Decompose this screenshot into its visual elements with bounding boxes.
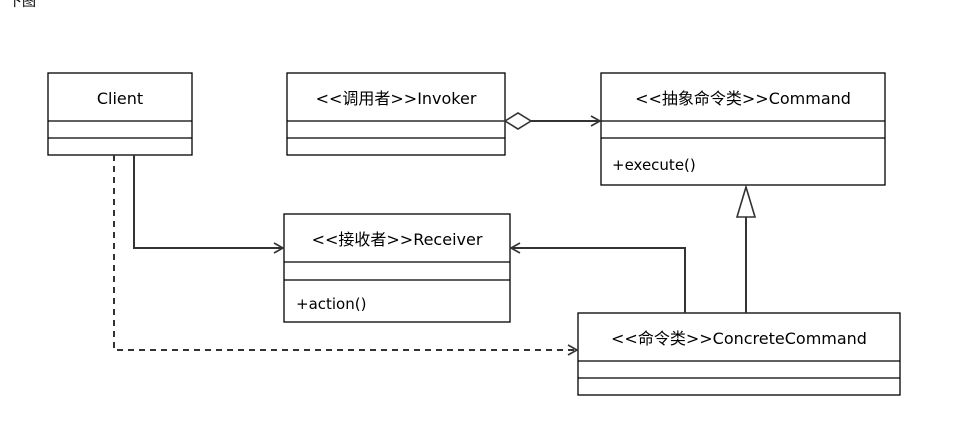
concrete-command-class-name: <<命令类>>ConcreteCommand <box>611 329 867 348</box>
receiver-class: <<接收者>>Receiver +action() <box>283 213 511 323</box>
command-method-execute: +execute() <box>612 156 696 174</box>
association-client-receiver <box>133 155 285 254</box>
client-class-name: Client <box>97 89 143 108</box>
client-class: Client <box>47 72 193 156</box>
command-class: <<抽象命令类>>Command +execute() <box>600 72 886 186</box>
aggregation-diamond-icon <box>503 112 533 130</box>
header-text: 下图 <box>8 0 36 10</box>
association-concrete-receiver <box>509 242 686 313</box>
receiver-method-action: +action() <box>296 295 366 313</box>
receiver-class-name: <<接收者>>Receiver <box>312 230 483 249</box>
inheritance-triangle-icon <box>735 184 757 218</box>
invoker-class: <<调用者>>Invoker <box>286 72 506 156</box>
invoker-class-name: <<调用者>>Invoker <box>316 89 477 108</box>
command-class-name: <<抽象命令类>>Command <box>635 89 851 108</box>
aggregation-invoker-command <box>503 112 602 130</box>
generalization-concrete-command <box>735 184 757 313</box>
concrete-command-class: <<命令类>>ConcreteCommand <box>577 312 901 396</box>
